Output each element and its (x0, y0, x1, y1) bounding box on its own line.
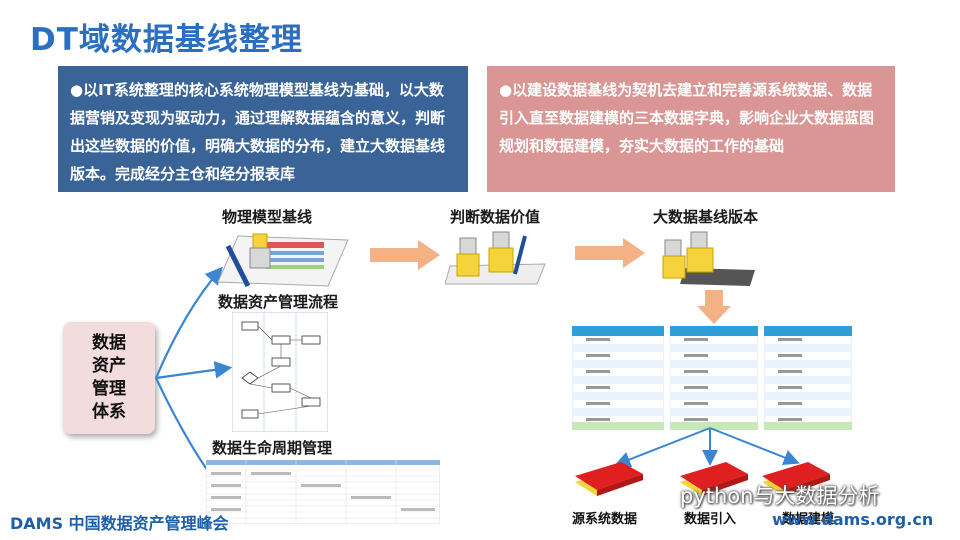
physical-model-illustration (217, 233, 349, 288)
flow-arrow-2 (575, 238, 645, 268)
asset-system-box: 数据资产管理体系 (63, 322, 155, 434)
left-text-box: ●以IT系统整理的核心系统物理模型基线为基础，以大数据营销及变现为驱动力，通过理… (58, 66, 468, 192)
judge-value-illustration (445, 231, 546, 285)
book-icon-model (762, 462, 830, 496)
fan-arrow-up (154, 266, 223, 379)
lifecycle-spreadsheet (206, 460, 440, 524)
slide-title: DT域数据基线整理 (30, 22, 303, 58)
asset-process-flowchart (232, 312, 328, 432)
flow-arrow-1 (370, 240, 440, 270)
label-asset-process: 数据资产管理流程 (218, 293, 339, 311)
label-judge-value: 判断数据价值 (450, 208, 541, 226)
label-source-data: 源系统数据 (572, 512, 638, 527)
fan-arrow-mid (155, 361, 233, 380)
watermark-text: python与大数据分析 (680, 484, 880, 508)
footer-org-name: DAMS 中国数据资产管理峰会 (10, 514, 229, 533)
label-lifecycle: 数据生命周期管理 (212, 439, 333, 457)
flow-arrow-down (697, 290, 731, 324)
mini-table-1 (572, 326, 664, 430)
book-icon-source (575, 462, 643, 496)
bigdata-version-illustration (662, 231, 755, 286)
label-data-import: 数据引入 (684, 512, 737, 527)
book-icon-import (680, 462, 748, 496)
label-bigdata-version: 大数据基线版本 (653, 208, 759, 226)
watermark: python与大数据分析 (650, 480, 879, 510)
mini-table-3 (764, 326, 852, 430)
right-text-box: ●以建设数据基线为契机去建立和完善源系统数据、数据引入直至数据建模的三本数据字典… (487, 66, 895, 192)
label-data-model: 数据建模 (782, 512, 835, 527)
footer-url: www.dams.org.cn (772, 510, 934, 529)
asset-system-label: 数据资产管理体系 (92, 333, 126, 422)
wechat-icon (650, 488, 675, 506)
mini-table-2 (670, 326, 758, 430)
table-to-books-arrows (614, 427, 800, 468)
label-physical-model: 物理模型基线 (222, 208, 313, 226)
